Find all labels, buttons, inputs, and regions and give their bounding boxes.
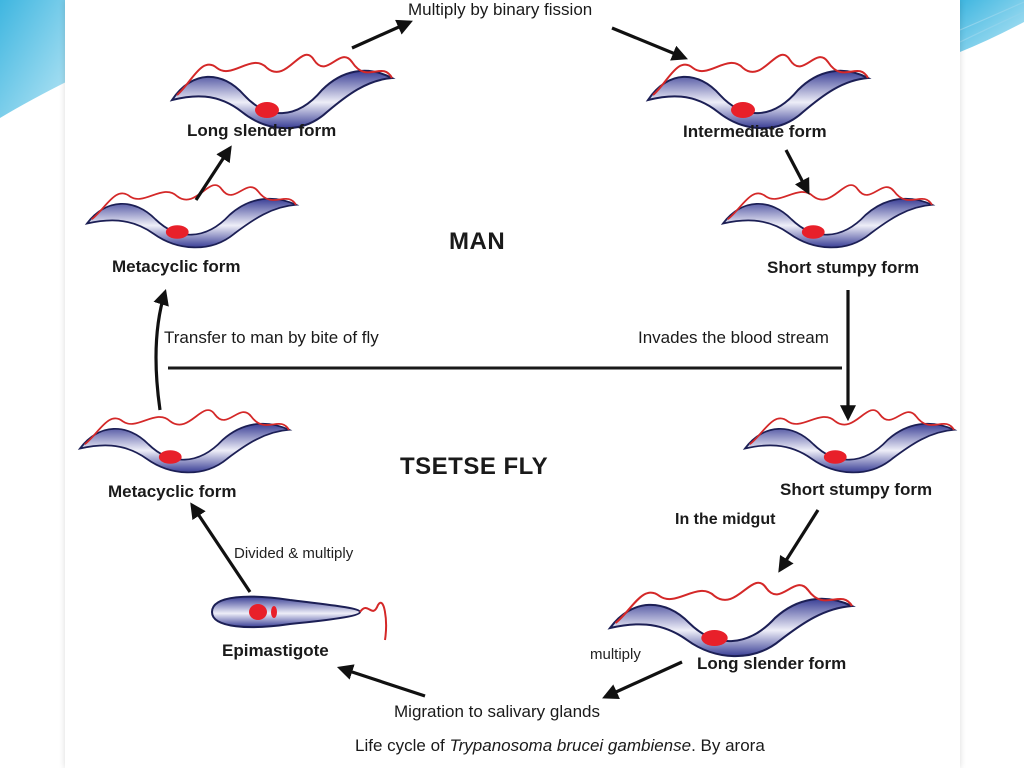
arrow-to-long-slender-fly — [778, 509, 820, 573]
diagram-panel — [65, 0, 960, 768]
host-man-label: MAN — [449, 228, 506, 255]
arrow-to-short-stumpy-man — [784, 149, 810, 195]
intermediate-form-label: Intermediate form — [683, 122, 827, 141]
invades-blood-stream-label: Invades the blood stream — [638, 328, 829, 347]
arrow-to-intermediate — [611, 26, 688, 61]
transfer-to-man-label: Transfer to man by bite of fly — [164, 328, 379, 347]
short-stumpy-form-man-cell — [722, 184, 933, 249]
in-the-midgut-label: In the midgut — [675, 511, 776, 528]
metacyclic-form-man-cell — [86, 184, 297, 249]
migration-to-salivary-glands-label: Migration to salivary glands — [394, 702, 600, 721]
figure-caption: Life cycle of Trypanosoma brucei gambien… — [355, 736, 765, 756]
caption-prefix: Life cycle of — [355, 736, 450, 755]
divided-multiply-label: Divided & multiply — [234, 545, 354, 562]
caption-species: Trypanosoma brucei gambiense — [449, 736, 692, 755]
binary-fission-label: Multiply by binary fission — [408, 0, 593, 19]
short-stumpy-form-fly-cell — [744, 409, 955, 474]
arrow-multiply-to-migration — [602, 660, 683, 699]
caption-suffix: . By arora — [691, 736, 765, 755]
top-right-accent-swoosh — [960, 0, 1024, 52]
top-left-accent-swoosh — [0, 0, 70, 118]
long-slender-form-top-cell — [171, 53, 393, 130]
host-tsetse-fly-label: TSETSE FLY — [400, 453, 549, 480]
epimastigote-label: Epimastigote — [222, 641, 329, 660]
metacyclic-form-man-label: Metacyclic form — [112, 257, 241, 276]
arrow-migration-to-epimastigote — [336, 664, 426, 698]
long-slender-form-top-label: Long slender form — [187, 121, 337, 140]
metacyclic-form-fly-label: Metacyclic form — [108, 482, 237, 501]
multiply-label: multiply — [590, 646, 641, 663]
arrow-to-long-slender-top — [194, 145, 232, 201]
arrow-transfer-to-man — [153, 288, 169, 411]
short-stumpy-form-man-label: Short stumpy form — [767, 258, 920, 277]
metacyclic-form-fly-cell — [79, 409, 290, 474]
epimastigote-cell — [210, 595, 388, 641]
arrow-to-metacyclic-fly — [190, 502, 252, 593]
long-slender-form-fly-cell — [608, 581, 854, 658]
arrow-to-binary-fission — [351, 19, 413, 50]
long-slender-form-fly-label: Long slender form — [697, 654, 847, 673]
short-stumpy-form-fly-label: Short stumpy form — [780, 480, 933, 499]
intermediate-form-cell — [647, 53, 869, 130]
